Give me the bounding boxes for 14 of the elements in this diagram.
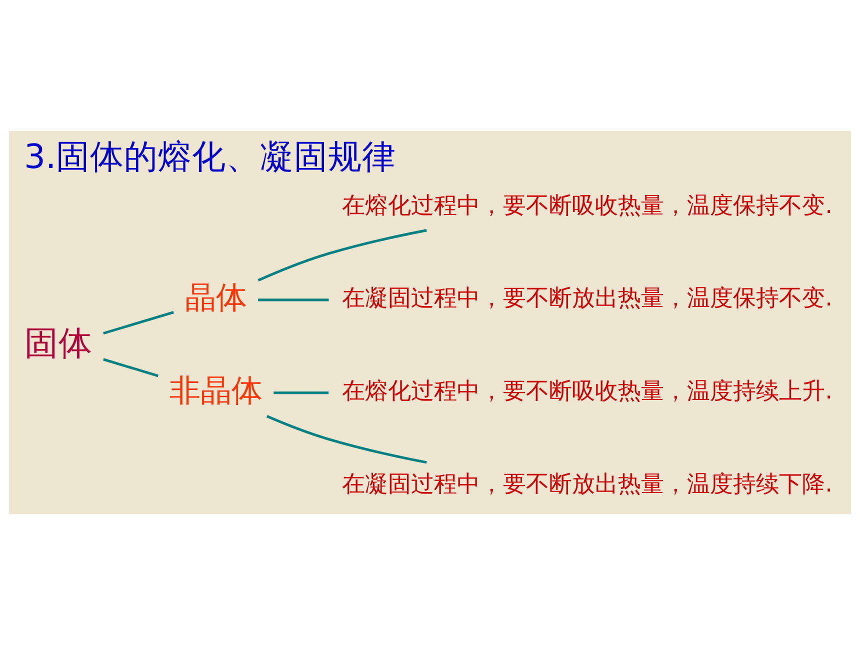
node-text: 非晶体 — [169, 372, 262, 409]
connector — [258, 298, 329, 302]
connector — [103, 358, 159, 378]
node-text: 晶体 — [184, 280, 247, 316]
connector — [258, 229, 427, 282]
node-text: 固体 — [24, 323, 93, 362]
node-text: 在熔化过程中，要不断吸收热量，温度持续上升. — [342, 377, 833, 404]
connector — [103, 311, 174, 335]
diagram-title: 3.固体的熔化、凝固规律 — [24, 137, 396, 176]
node-text: 在凝固过程中，要不断放出热量，温度持续下降. — [342, 470, 833, 498]
connector — [274, 391, 329, 394]
node-text: 在熔化过程中，要不断吸收热量，温度保持不变. — [342, 192, 833, 219]
connector — [266, 414, 427, 464]
node-text: 在凝固过程中，要不断放出热量，温度保持不变. — [342, 284, 833, 312]
